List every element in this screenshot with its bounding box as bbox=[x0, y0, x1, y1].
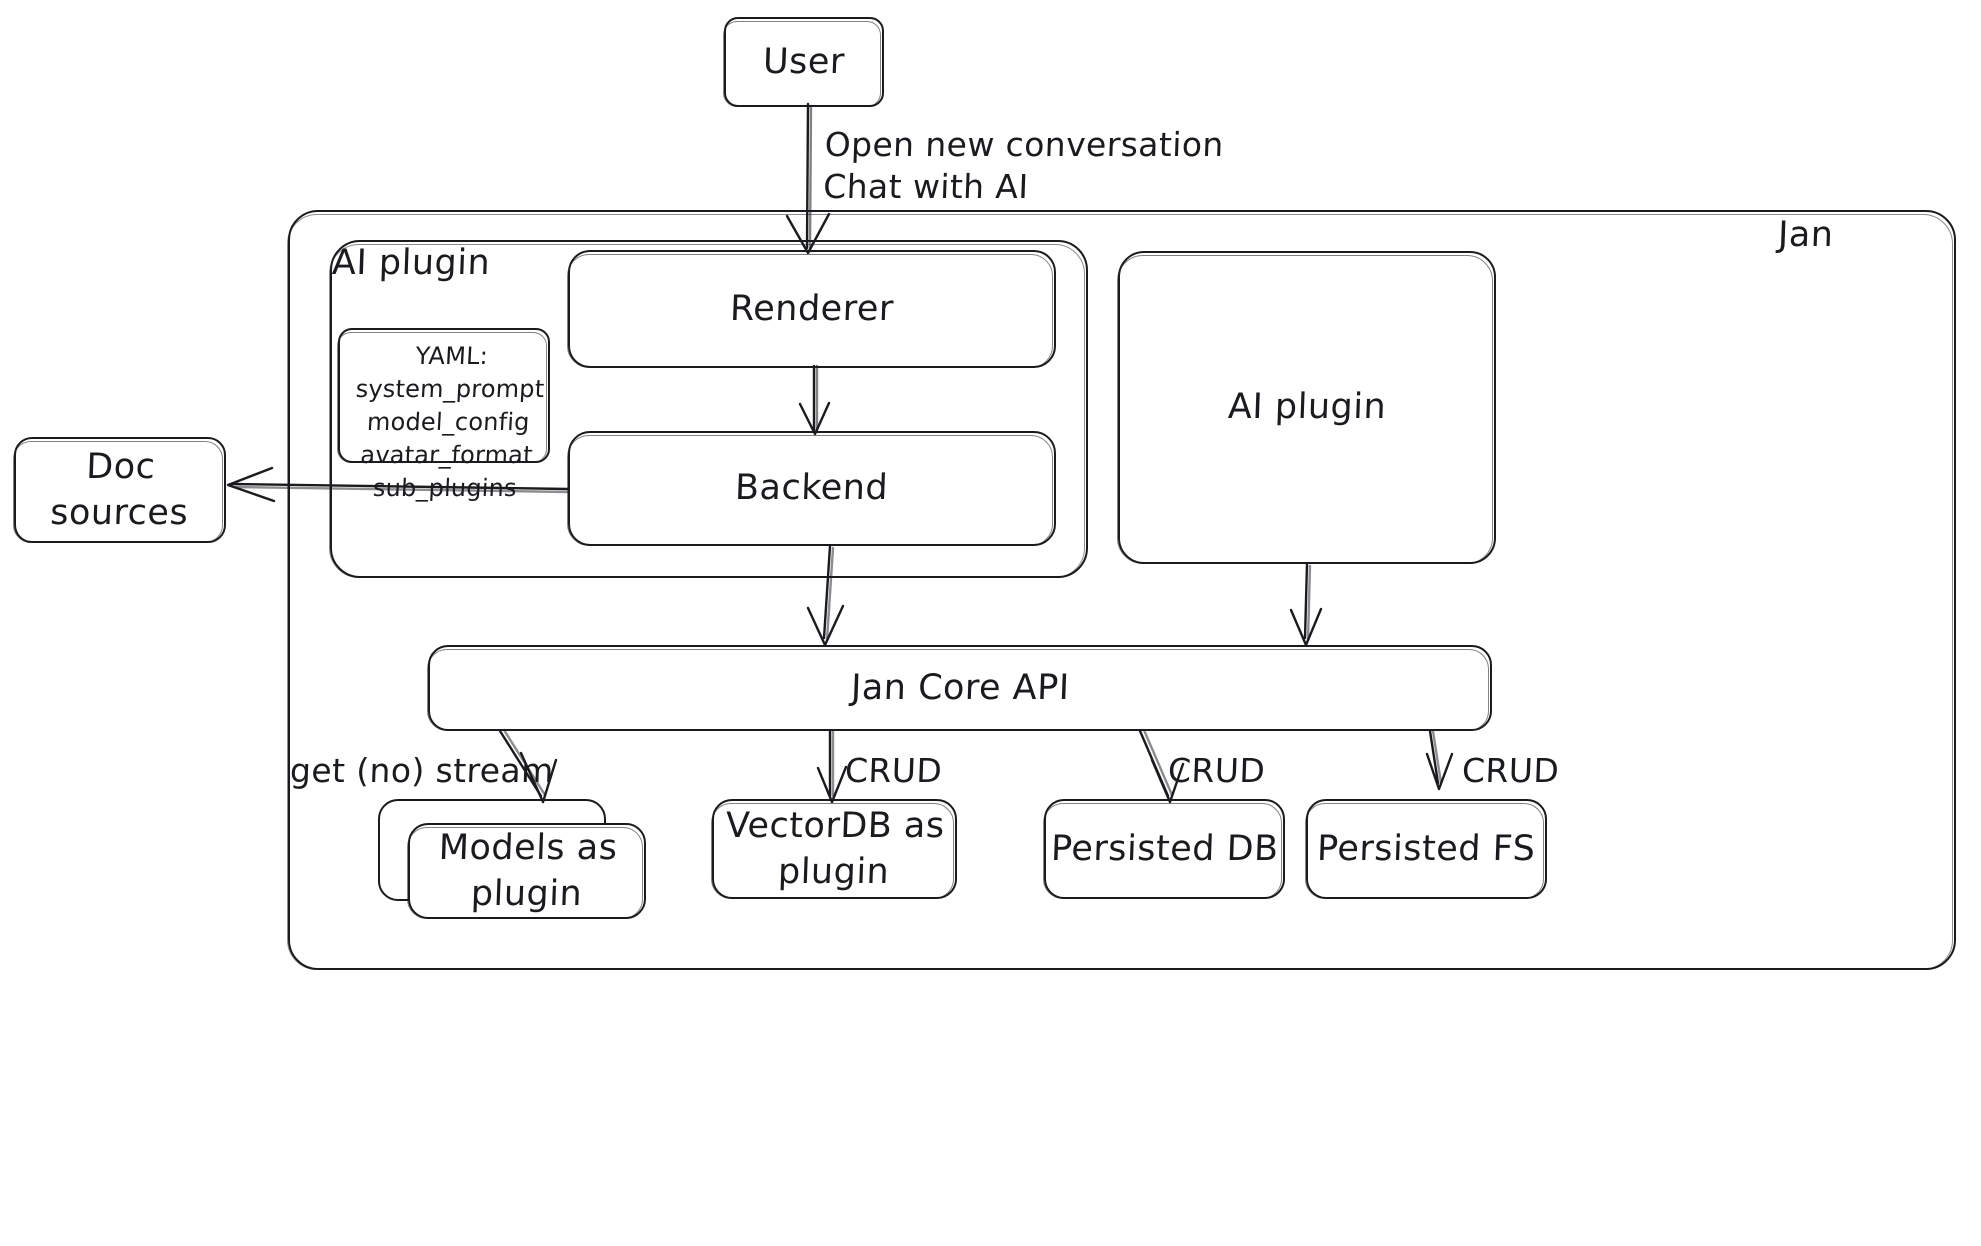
node-user[interactable]: User bbox=[723, 17, 884, 107]
edge-label-crud-persisted-fs: CRUD bbox=[1461, 751, 1560, 790]
node-renderer[interactable]: Renderer bbox=[567, 250, 1056, 368]
node-yaml[interactable]: YAML: system_prompt model_config avatar_… bbox=[337, 328, 550, 502]
arrow-jancoreapi-to-persistedfs bbox=[1428, 729, 1440, 785]
arrow-jancoreapi-to-persisteddb-dup bbox=[1142, 728, 1174, 797]
arrow-backend-to-docsources-dup bbox=[234, 485, 570, 494]
node-backend[interactable]: Backend bbox=[567, 431, 1056, 546]
node-persisted-fs[interactable]: Persisted FS bbox=[1305, 799, 1547, 899]
arrow-aiplugin-to-jancoreapi-dup bbox=[1306, 564, 1312, 642]
jan-container-label: Jan bbox=[1777, 215, 1835, 255]
node-renderer-label: Renderer bbox=[729, 288, 895, 329]
node-models-as-plugin-label: Models as plugin bbox=[437, 827, 618, 914]
node-vectordb-as-plugin-label: VectorDB as plugin bbox=[725, 805, 946, 892]
node-ai-plugin-right-label: AI plugin bbox=[1227, 387, 1387, 428]
node-jan-core-api-label: Jan Core API bbox=[850, 667, 1070, 708]
node-user-label: User bbox=[762, 41, 846, 82]
arrowhead-backend-to-docsources bbox=[226, 466, 276, 503]
node-ai-plugin-right[interactable]: AI plugin bbox=[1117, 251, 1496, 564]
edge-label-get-no-stream: get (no) stream bbox=[289, 751, 555, 790]
arrow-backend-to-jancoreapi bbox=[822, 544, 832, 640]
node-jan-core-api[interactable]: Jan Core API bbox=[427, 645, 1492, 731]
arrowhead-user-to-renderer bbox=[785, 212, 831, 255]
arrowhead-renderer-to-backend bbox=[798, 401, 831, 436]
node-yaml-label: YAML: system_prompt model_config avatar_… bbox=[355, 342, 546, 502]
arrow-user-to-renderer-dup bbox=[808, 104, 813, 252]
node-persisted-db[interactable]: Persisted DB bbox=[1043, 799, 1285, 899]
arrow-user-to-renderer bbox=[805, 102, 810, 250]
node-doc-sources-label: Doc sources bbox=[49, 446, 189, 533]
arrow-backend-to-jancoreapi-dup bbox=[825, 546, 835, 642]
arrowhead-jancoreapi-to-vectordb bbox=[816, 765, 848, 804]
arrow-jancoreapi-to-persistedfs-dup bbox=[1431, 729, 1443, 785]
edge-label-crud-persisted-db: CRUD bbox=[1167, 751, 1266, 790]
arrowhead-jancoreapi-to-models bbox=[519, 751, 558, 804]
edge-label-user-to-renderer: Open new conversation Chat with AI bbox=[822, 125, 1225, 207]
arrow-aiplugin-to-jancoreapi bbox=[1303, 562, 1309, 640]
node-vectordb-as-plugin[interactable]: VectorDB as plugin bbox=[711, 799, 957, 899]
node-backend-label: Backend bbox=[734, 468, 890, 509]
node-persisted-db-label: Persisted DB bbox=[1050, 828, 1279, 869]
ai-plugin-container bbox=[329, 240, 1088, 578]
node-persisted-fs-label: Persisted FS bbox=[1316, 828, 1537, 869]
jan-container bbox=[287, 210, 1956, 970]
edge-label-crud-vectordb: CRUD bbox=[844, 751, 943, 790]
node-models-as-plugin[interactable]: Models as plugin bbox=[407, 823, 646, 919]
arrowhead-jancoreapi-to-persisteddb bbox=[1150, 758, 1185, 804]
arrowhead-jancoreapi-to-persistedfs bbox=[1425, 752, 1454, 791]
node-doc-sources[interactable]: Doc sources bbox=[13, 437, 226, 543]
ai-plugin-container-label: AI plugin bbox=[331, 243, 491, 283]
